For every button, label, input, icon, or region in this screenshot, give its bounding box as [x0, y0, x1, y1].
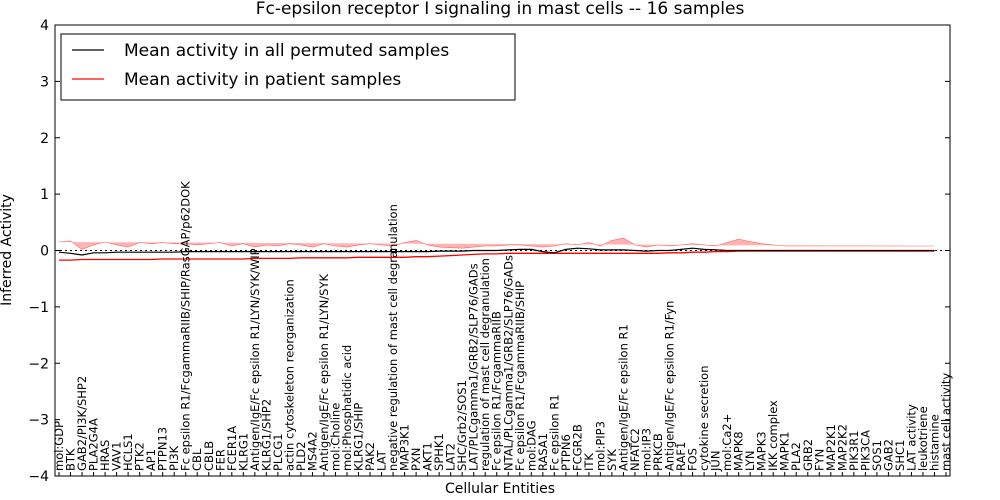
- x-tick-label: SHC/Grb2/SOS1: [455, 380, 469, 471]
- x-tick-label: FOS: [686, 448, 700, 471]
- x-tick-label: NFATC2: [628, 428, 642, 471]
- x-tick-label: PLCG1: [271, 433, 285, 471]
- x-tick-label: Antigen/IgE/Fc epsilon R1/Fyn: [663, 301, 677, 471]
- x-tick-label: VAV1: [110, 442, 124, 471]
- x-tick-label: KLRG1/SHIP: [352, 403, 366, 471]
- x-tick-label: LAT: [375, 449, 389, 471]
- chart-legend: Mean activity in all permuted samples Me…: [60, 33, 516, 101]
- x-tick-label: LAT/PLCgamma1/GRB2/SLP76/GADs: [467, 263, 481, 471]
- chart-title: Fc-epsilon receptor I signaling in mast …: [256, 0, 745, 19]
- y-tick-label: 3: [40, 74, 49, 90]
- x-tick-label: mol:DAG: [524, 420, 538, 471]
- x-tick-label: CBL: [190, 448, 204, 471]
- x-tick-label: GAB2/PI3K/SHP2: [75, 376, 89, 471]
- x-tick-label: Fc epsilon R1: [547, 394, 561, 471]
- y-axis-label: Inferred Activity: [0, 194, 15, 306]
- x-tick-label: PIK3CA: [858, 430, 872, 471]
- y-tick-label: 4: [40, 18, 49, 34]
- y-tick-label: −2: [28, 356, 49, 372]
- x-tick-label: MAPK8: [732, 431, 746, 471]
- x-tick-label: LYN: [743, 451, 757, 472]
- x-tick-label: GAB2: [881, 439, 895, 471]
- x-tick-label: FER: [213, 449, 227, 471]
- x-tick-label: FCGR2B: [570, 424, 584, 471]
- legend-frame: [60, 33, 516, 101]
- x-tick-label: PLA2G4A: [87, 418, 101, 471]
- x-tick-label: SPHK1: [432, 433, 446, 471]
- x-tick-label: HRAS: [98, 440, 112, 471]
- x-tick-label: PTPN13: [156, 427, 170, 471]
- x-tick-label: AKT1: [421, 442, 435, 471]
- plot-area: −4−3−2−101234mol:GDPBTKGAB2/PI3K/SHP2PLA…: [28, 18, 953, 485]
- x-tick-label: GRB2: [801, 439, 815, 471]
- x-tick-label: MAPK1: [778, 431, 792, 471]
- legend-label-permuted: Mean activity in all permuted samples: [124, 41, 449, 61]
- y-tick-label: 0: [40, 244, 49, 260]
- x-tick-label: mol:Ca2+: [720, 414, 734, 471]
- x-axis-label: Cellular Entities: [445, 481, 555, 497]
- x-tick-label: Fc epsilon R1/FcgammaRIIB: [490, 311, 504, 471]
- x-tick-label: SHC1: [893, 440, 907, 471]
- x-tick-label: PTK2: [133, 442, 147, 471]
- legend-label-patient: Mean activity in patient samples: [124, 70, 401, 90]
- x-tick-label: PLD2: [294, 441, 308, 471]
- x-tick-label: LAT2: [444, 443, 458, 471]
- x-tick-label: leukotriene: [916, 406, 930, 471]
- x-tick-label: cytokine secretion: [697, 365, 711, 471]
- x-tick-label: MAPK3: [755, 431, 769, 471]
- x-tick-label: Antigen/IgE/Fc epsilon R1/LYN/SYK/WIP: [248, 248, 262, 471]
- x-tick-label: Antigen/IgE/Fc epsilon R1: [617, 324, 631, 471]
- x-tick-label: AP1: [144, 449, 158, 471]
- x-tick-label: regulation of mast cell degranulation: [478, 258, 492, 471]
- x-tick-label: JUN: [709, 451, 723, 472]
- x-tick-label: FYN: [812, 449, 826, 471]
- x-tick-label: PTPN6: [559, 434, 573, 471]
- y-tick-label: −3: [28, 413, 49, 429]
- x-tick-label: mol:IP3: [640, 428, 654, 471]
- x-tick-label: HCLS1: [121, 433, 135, 471]
- x-tick-label: PI3K: [167, 445, 181, 471]
- x-tick-label: ITK: [582, 453, 596, 471]
- x-tick-label: mol:GDP: [52, 421, 66, 471]
- x-tick-label: RAF1: [674, 442, 688, 471]
- x-tick-label: KLRG1/SHP2: [259, 399, 273, 471]
- x-tick-label: RASA1: [536, 433, 550, 471]
- x-tick-label: NTAL/PLCgamma1/GRB2/SLP76/GADs: [501, 255, 515, 471]
- x-tick-label: SOS1: [870, 440, 884, 471]
- x-tick-label: CBLB: [202, 441, 216, 471]
- x-tick-label: MAP3K1: [398, 424, 412, 471]
- y-tick-label: −1: [28, 300, 49, 316]
- x-tick-label: PIK3R1: [847, 430, 861, 471]
- x-tick-label: mol:PIP3: [593, 421, 607, 471]
- x-tick-label: SYK: [605, 449, 619, 471]
- x-tick-label: BTK: [64, 448, 78, 471]
- x-tick-label: PXN: [409, 448, 423, 471]
- y-tick-label: −4: [28, 469, 49, 485]
- x-tick-label: PRKCB: [651, 433, 665, 471]
- x-tick-label: Fc epsilon R1/FcgammaRIIB/SHIP: [513, 281, 527, 471]
- series-line-permuted: [58, 247, 935, 256]
- x-tick-label: Fc epsilon R1/FcgammaRIIB/SHIP/RasGAP/p6…: [179, 181, 193, 471]
- y-tick-label: 2: [40, 131, 49, 147]
- x-tick-label: PLA2: [789, 442, 803, 471]
- x-tick-label: mol:Phosphatidic acid: [340, 345, 354, 471]
- x-tick-label: IKK complex: [766, 400, 780, 471]
- x-tick-label: PAK2: [363, 442, 377, 471]
- patient-spread-band: [58, 237, 935, 250]
- x-tick-label: FCER1A: [225, 426, 239, 471]
- x-tick-label: Antigen/IgE/Fc epsilon R1/LYN/SYK: [317, 274, 331, 471]
- x-tick-label: MAP2K2: [835, 424, 849, 471]
- x-tick-label: KLRG1: [236, 433, 250, 471]
- x-tick-label: mast cell activity: [939, 373, 953, 471]
- y-tick-label: 1: [40, 187, 49, 203]
- x-tick-label: MS4A2: [305, 431, 319, 471]
- x-tick-label: LAT activity: [904, 404, 918, 471]
- x-tick-label: mol:Choline: [329, 403, 343, 471]
- x-tick-label: histamine: [928, 414, 942, 471]
- x-tick-label: MAP2K1: [824, 424, 838, 471]
- x-tick-label: actin cytoskeleton reorganization: [282, 279, 296, 471]
- x-tick-label: negative regulation of mast cell degranu…: [386, 204, 400, 471]
